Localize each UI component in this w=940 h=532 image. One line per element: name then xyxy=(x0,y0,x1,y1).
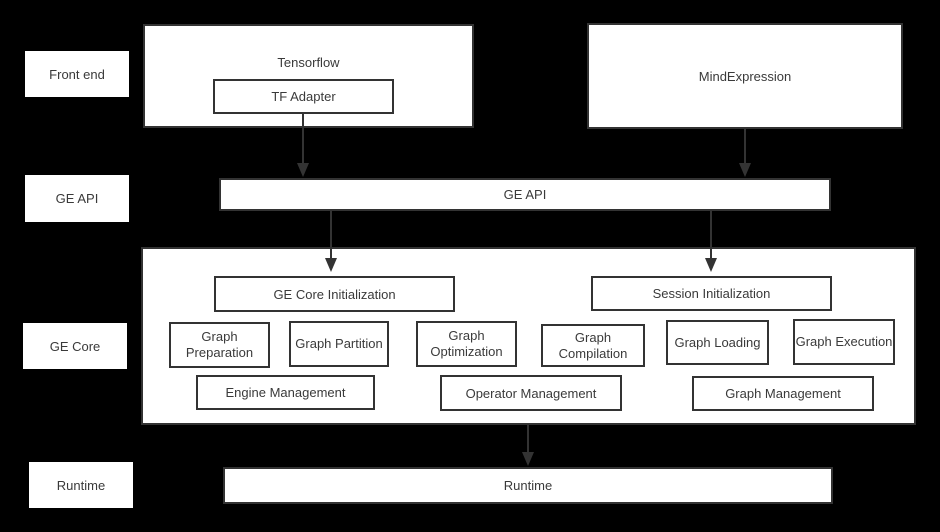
layer-label-runtime: Runtime xyxy=(29,462,133,508)
arrow-tf-adapter-to-ge-api xyxy=(297,114,309,177)
layer-label-ge-core: GE Core xyxy=(23,323,127,369)
layer-label-ge-api: GE API xyxy=(25,175,129,222)
ge-core-box: GE Core Initialization Session Initializ… xyxy=(141,247,916,425)
tf-adapter-box: TF Adapter xyxy=(213,79,394,114)
arrow-head-icon xyxy=(739,163,751,177)
arrow-ge-core-to-runtime xyxy=(522,425,534,466)
management-box-engine: Engine Management xyxy=(196,375,375,410)
ge-core-initialization-box: GE Core Initialization xyxy=(214,276,455,312)
module-box-graph-execution: Graph Execution xyxy=(793,319,895,365)
arrow-shaft xyxy=(527,425,529,454)
tensorflow-box: Tensorflow TF Adapter xyxy=(143,24,474,128)
management-box-operator: Operator Management xyxy=(440,375,622,411)
tensorflow-title: Tensorflow xyxy=(277,55,340,70)
arrow-ge-api-to-ge-core-init xyxy=(325,211,337,272)
management-box-graph: Graph Management xyxy=(692,376,874,411)
arrow-head-icon xyxy=(325,258,337,272)
layer-label-front-end: Front end xyxy=(25,51,129,97)
arrow-shaft xyxy=(710,211,712,260)
ge-api-bar: GE API xyxy=(219,178,831,211)
module-box-graph-partition: Graph Partition xyxy=(289,321,389,367)
arrow-ge-api-to-session-init xyxy=(705,211,717,272)
session-initialization-box: Session Initialization xyxy=(591,276,832,311)
module-box-graph-loading: Graph Loading xyxy=(666,320,769,365)
arrow-shaft xyxy=(744,129,746,165)
arrow-shaft xyxy=(302,114,304,165)
module-box-graph-preparation: Graph Preparation xyxy=(169,322,270,368)
arrow-head-icon xyxy=(705,258,717,272)
module-box-graph-optimization: Graph Optimization xyxy=(416,321,517,367)
mindexpression-box: MindExpression xyxy=(587,23,903,129)
arrow-head-icon xyxy=(297,163,309,177)
arrow-mindexpression-to-ge-api xyxy=(739,129,751,177)
module-box-graph-compilation: Graph Compilation xyxy=(541,324,645,367)
arrow-shaft xyxy=(330,211,332,260)
arrow-head-icon xyxy=(522,452,534,466)
runtime-bar: Runtime xyxy=(223,467,833,504)
